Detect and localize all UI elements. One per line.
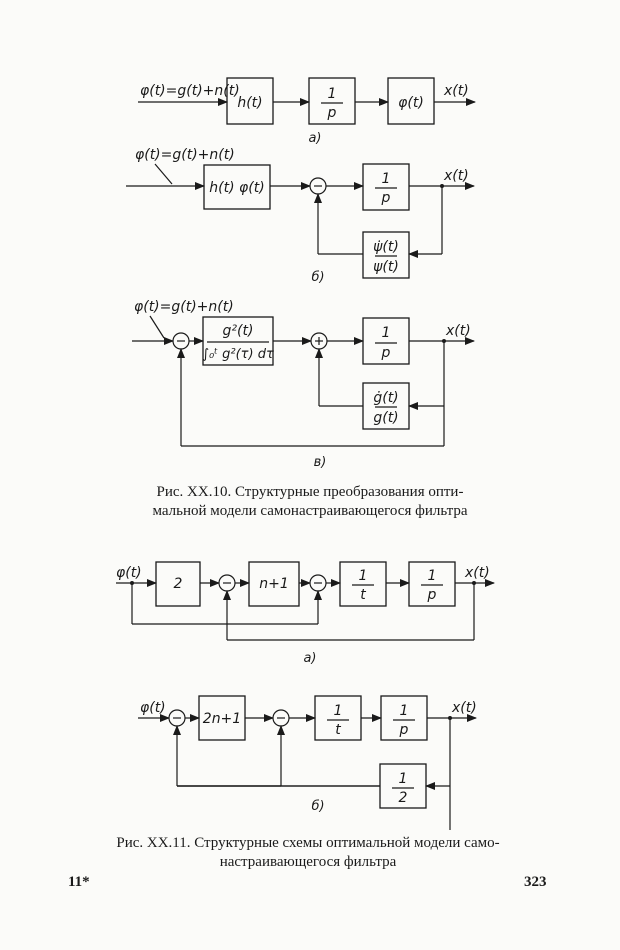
- block-integrator: [408, 561, 456, 607]
- diagram-10a: φ(t)=g(t)+n(t) h(t) 1 p φ(t) x(t) а): [138, 77, 476, 146]
- figure-caption-10: Рис. XX.10. Структурные преобразования о…: [100, 483, 520, 521]
- block-n-plus-1-text: n+1: [259, 576, 289, 592]
- feedback-den: 2: [399, 790, 408, 806]
- block-den: t: [335, 722, 341, 738]
- feedback-den: g(t): [373, 410, 398, 426]
- diagram-11b: φ(t) 2n+1 1 t 1 p 1 2 x(t) б): [138, 695, 477, 830]
- page-number: 323: [524, 874, 547, 890]
- caption-line: Рис. XX.10. Структурные преобразования о…: [156, 484, 464, 500]
- feedback-num: 1: [399, 771, 408, 787]
- block-num: 1: [400, 703, 409, 719]
- input-label: φ(t)=g(t)+n(t): [135, 147, 235, 163]
- block-den: p: [399, 722, 409, 738]
- input-label: φ(t)=g(t)+n(t): [134, 299, 234, 315]
- feedback-den: ψ(t): [373, 259, 399, 275]
- block-den: p: [427, 587, 437, 603]
- block-integrator: [308, 77, 356, 125]
- output-label: x(t): [451, 700, 477, 716]
- output-label: x(t): [443, 168, 469, 184]
- output-label: x(t): [445, 323, 471, 339]
- block-num: 1: [328, 86, 337, 102]
- block-h-phi: [203, 164, 271, 210]
- output-label: x(t): [443, 83, 469, 99]
- diagram-10b: φ(t)=g(t)+n(t) h(t) φ(t) 1 p ψ̇(t) ψ(t) …: [126, 147, 475, 285]
- diagram-label: б): [311, 270, 324, 285]
- block-n-plus-1: [248, 561, 300, 607]
- block-two: [155, 561, 201, 607]
- block-den: t: [360, 587, 366, 603]
- block-h-text: h(t): [237, 95, 262, 111]
- diagram-11a: φ(t) 2 n+1 1 t 1 p x(t) а): [116, 561, 495, 666]
- block-den: p: [381, 345, 391, 361]
- block-num: 1: [428, 568, 437, 584]
- block-2n-plus-1-text: 2n+1: [203, 711, 241, 727]
- block-integrator: [362, 163, 410, 211]
- caption-line: Рис. XX.11. Структурные схемы оптимально…: [116, 835, 500, 851]
- input-label: φ(t)=g(t)+n(t): [140, 83, 240, 99]
- caption-line: мальной модели самонастраивающегося филь…: [152, 503, 468, 519]
- gain-num: g²(t): [223, 323, 254, 339]
- figure-caption-11: Рис. XX.11. Структурные схемы оптимально…: [88, 834, 528, 872]
- block-den: p: [381, 190, 391, 206]
- diagram-label: в): [314, 455, 327, 470]
- input-label: φ(t): [140, 700, 166, 716]
- diagram-label: б): [311, 799, 324, 814]
- block-num: 1: [334, 703, 343, 719]
- block-feedback: [362, 231, 410, 279]
- input-label: φ(t): [116, 565, 142, 581]
- feedback-num: ġ(t): [373, 390, 398, 406]
- block-h: [226, 77, 274, 125]
- block-den: p: [327, 105, 337, 121]
- block-phi-text: φ(t): [398, 95, 424, 111]
- block-num: 1: [382, 325, 391, 341]
- caption-line: настраивающегося фильтра: [219, 854, 397, 870]
- diagram-label: а): [303, 651, 316, 666]
- block-h-phi-text: h(t) φ(t): [209, 180, 264, 196]
- block-num: 1: [382, 171, 391, 187]
- gain-den: ∫₀ᵗ g²(τ) dτ: [202, 347, 274, 362]
- block-two-text: 2: [174, 576, 183, 592]
- block-one-over-t: [339, 561, 387, 607]
- diagram-10c: φ(t)=g(t)+n(t) g²(t) ∫₀ᵗ g²(τ) dτ 1 p ġ(…: [132, 299, 475, 470]
- block-num: 1: [359, 568, 368, 584]
- signature-mark: 11*: [68, 874, 90, 890]
- block-phi: [387, 77, 435, 125]
- feedback-num: ψ̇(t): [373, 239, 399, 255]
- diagram-label: а): [308, 131, 321, 146]
- output-label: x(t): [464, 565, 490, 581]
